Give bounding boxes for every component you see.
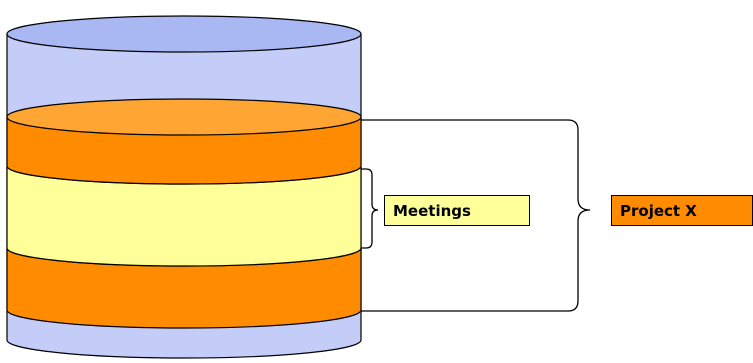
meetings-bracket [361, 168, 379, 249]
orange-layer-top [6, 98, 362, 136]
project-x-bracket [361, 119, 591, 312]
project-x-label: Project X [611, 195, 753, 226]
cylinder-top [6, 15, 362, 53]
top-orange-layer [6, 116, 362, 185]
meetings-label: Meetings [384, 195, 530, 226]
